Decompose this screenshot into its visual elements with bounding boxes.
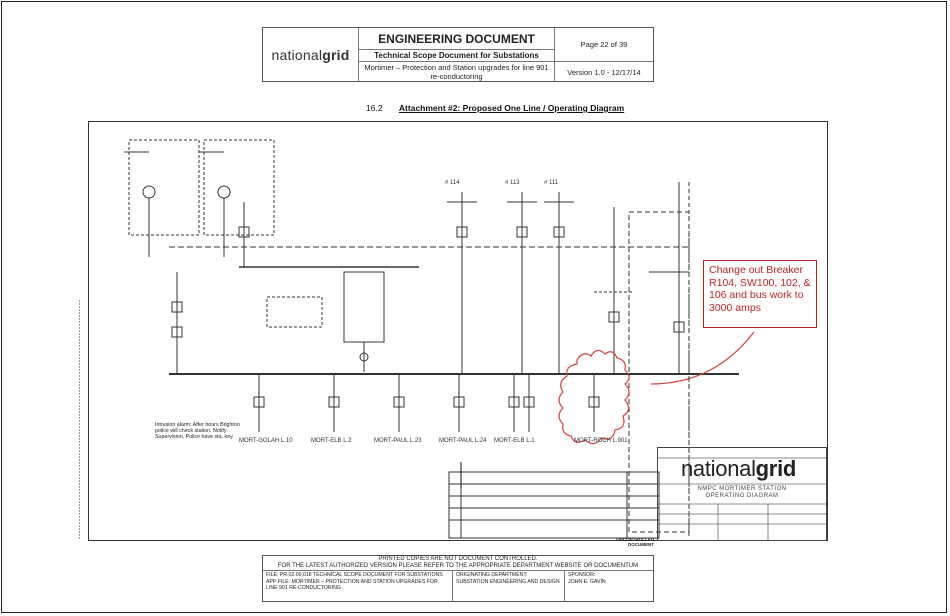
- document-footer: PRINTED COPIES ARE NOT DOCUMENT CONTROLL…: [262, 555, 654, 602]
- line-label-3: MORT-PAUL L.23: [374, 438, 422, 444]
- title-block-line2: OPERATING DIAGRAM: [705, 493, 779, 499]
- controlled-copy-notice: PRINTED COPIES ARE NOT DOCUMENT CONTROLL…: [263, 556, 653, 571]
- footer-department: Originating Department: Substation Engin…: [453, 571, 565, 602]
- document-header: nationalgrid ENGINEERING DOCUMENT Page 2…: [262, 27, 654, 82]
- footer-file: File: PR.02.00.018 Technical Scope Docum…: [266, 572, 443, 578]
- title-block-line1: NMPC MORTIMER STATION: [697, 486, 787, 492]
- doc-title: Technical Scope Document for Substations: [359, 50, 555, 62]
- footer-app-file: App File: Mortimer – Protection and Stat…: [266, 578, 438, 592]
- line-label-2: MORT-ELB L.2: [311, 438, 352, 444]
- change-callout: Change out Breaker R104, SW100, 102, & 1…: [703, 260, 817, 328]
- doc-description: Mortimer – Protection and Station upgrad…: [359, 62, 555, 82]
- legend-note: Intrusion alarm: After hours Brighton po…: [155, 422, 240, 441]
- section-title: Attachment #2: Proposed One Line / Opera…: [398, 103, 625, 113]
- page-number: Page 22 of 39: [555, 28, 653, 62]
- footer-sponsor-name: John E. Gavin: [568, 578, 606, 585]
- footer-sponsor-label: Sponsor:: [568, 572, 596, 578]
- margin-text: [79, 300, 80, 540]
- footer-sponsor: Sponsor: John E. Gavin: [565, 571, 653, 602]
- line-label-1: MORT-GOLAH L.10: [239, 438, 293, 444]
- bus-label-114: # 114: [445, 180, 460, 186]
- line-label-4: MORT-PAUL L.24: [439, 438, 487, 444]
- bus-label-111: # 111: [544, 180, 559, 186]
- title-block-logo: nationalgrid: [681, 456, 797, 481]
- one-line-diagram: # 114 # 113 # 111 MORT-GOLAH L.10 MORT-E…: [88, 121, 828, 541]
- section-number: 16.2: [366, 103, 383, 113]
- uncontrolled-label: UNCONTROLLED DOCUMENT: [616, 537, 654, 547]
- line-label-6: MORT-ROCH L.901: [574, 438, 628, 444]
- doc-version: Version 1.0 - 12/17/14: [567, 67, 641, 77]
- footer-dept-label: Originating Department:: [456, 572, 528, 578]
- line-label-5: MORT-ELB L.1: [494, 438, 535, 444]
- title-block-grid: [658, 457, 826, 540]
- diagram-svg: # 114 # 113 # 111 MORT-GOLAH L.10 MORT-E…: [124, 139, 755, 539]
- section-heading: 16.2 Attachment #2: Proposed One Line / …: [366, 103, 624, 113]
- bus-label-113: # 113: [505, 180, 520, 186]
- national-grid-logo: nationalgrid: [263, 28, 359, 82]
- doc-type: ENGINEERING DOCUMENT: [359, 28, 555, 50]
- title-block: NMPC MORTIMER STATION OPERATING DIAGRAM: [657, 447, 827, 541]
- footer-file-info: File: PR.02.00.018 Technical Scope Docum…: [263, 571, 453, 602]
- footer-dept: Substation Engineering and Design: [456, 578, 560, 585]
